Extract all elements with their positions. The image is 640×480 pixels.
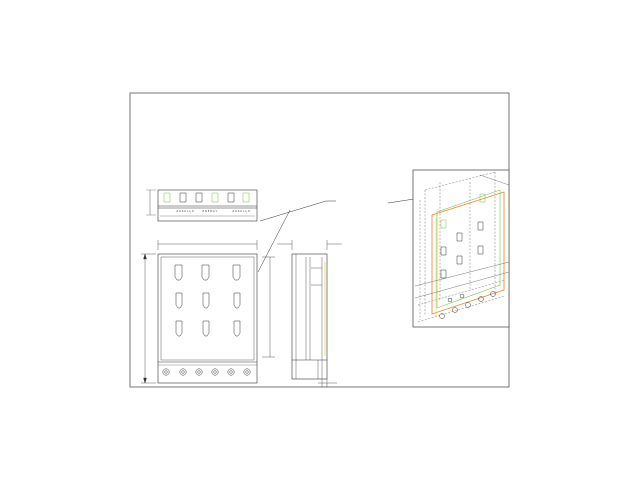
front-view: [157, 253, 258, 384]
top-view-label-center: ＥＮＥＲＧＹ: [202, 210, 218, 213]
top-view-label-left: ＡＳＳＡＬＬＳ: [176, 210, 195, 213]
hook-r1-c3: [232, 264, 241, 281]
top-view-hooks: [163, 192, 250, 203]
front-width-dimension: [157, 240, 258, 250]
leader-line-center: [257, 209, 291, 273]
hook-r1-c2: [201, 264, 210, 281]
front-view-hooks: [174, 264, 241, 337]
hook-r3-c3: [233, 320, 241, 337]
isometric-green-outline: [436, 189, 501, 309]
hook-r2-c3: [233, 292, 241, 309]
inner-height-dimension: [262, 256, 275, 358]
isometric-view: [412, 169, 510, 328]
isometric-frame: [412, 169, 510, 328]
hook-r3-c1: [175, 320, 183, 337]
hook-r2-c1: [175, 292, 183, 309]
side-view-dimensions: [277, 240, 342, 387]
hook-r2-c2: [202, 292, 210, 309]
front-height-dimension: [141, 253, 156, 384]
top-view: [146, 189, 258, 222]
top-view-text: ＡＳＳＡＬＬＳ ＥＮＥＲＧＹ ＡＳＳＡＬＬＳ: [176, 210, 251, 213]
side-view: [291, 253, 328, 380]
top-view-label-right: ＡＳＳＡＬＬＳ: [232, 210, 251, 213]
front-view-bottom-knobs: [162, 368, 251, 376]
hook-r3-c2: [202, 320, 210, 337]
hook-r1-c1: [174, 264, 183, 281]
leader-line-left: [259, 200, 336, 222]
